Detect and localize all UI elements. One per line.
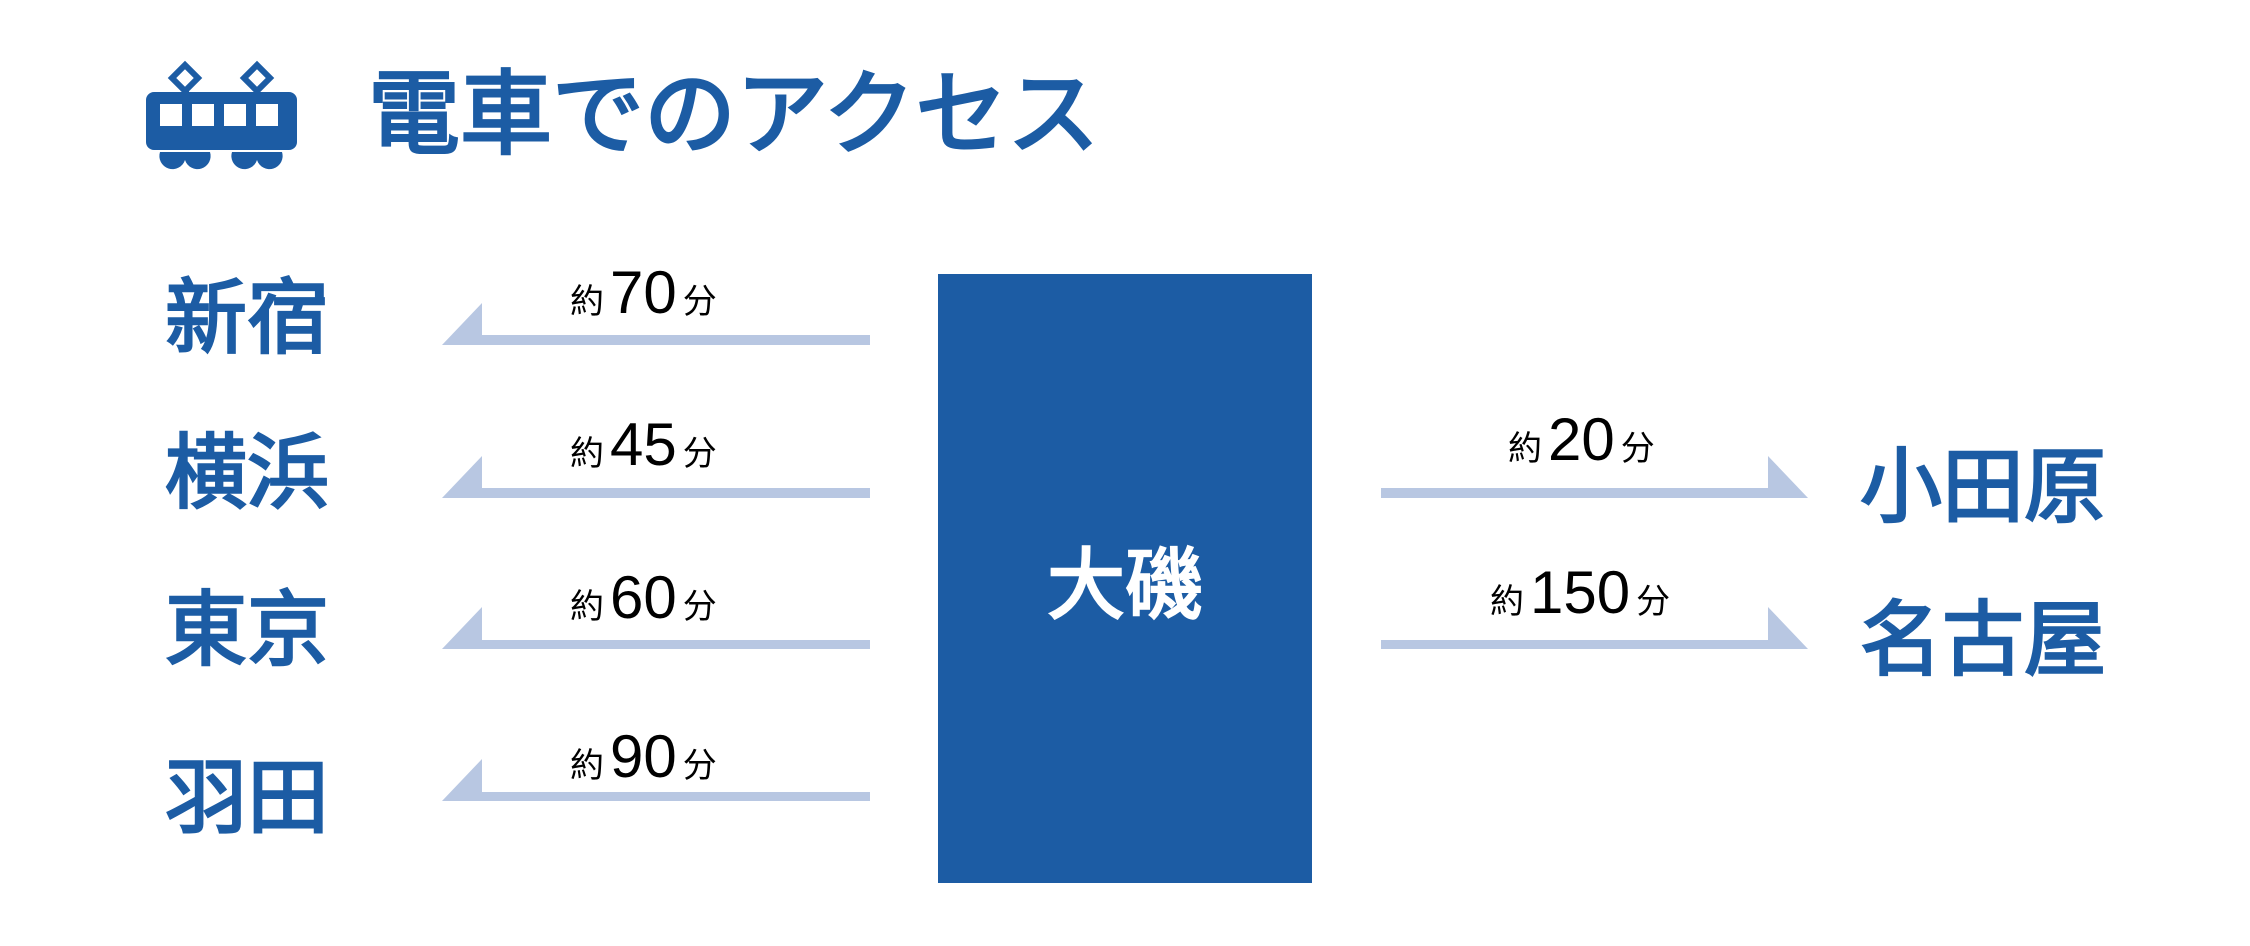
hub-station-box: 大磯 — [938, 274, 1312, 883]
arrow-left-tokyo — [442, 607, 870, 649]
prefix: 約 — [1490, 582, 1524, 622]
prefix: 約 — [570, 746, 604, 786]
unit: 分 — [1636, 582, 1671, 622]
unit: 分 — [1620, 429, 1655, 469]
unit: 分 — [682, 587, 717, 627]
minutes: 45 — [610, 411, 677, 478]
prefix: 約 — [570, 434, 604, 474]
arrow-left-yokohama — [442, 456, 870, 498]
city-shinjuku: 新宿 — [165, 271, 330, 366]
minutes: 70 — [610, 259, 677, 326]
arrow-right-odawara — [1381, 456, 1808, 498]
minutes: 20 — [1548, 406, 1615, 473]
hub-station-name: 大磯 — [1046, 540, 1203, 631]
train-icon — [146, 60, 297, 170]
minutes: 150 — [1530, 559, 1631, 626]
page-title: 電車でのアクセス — [368, 61, 1100, 168]
minutes: 90 — [610, 723, 677, 790]
prefix: 約 — [570, 587, 604, 627]
unit: 分 — [682, 434, 717, 474]
city-nagoya: 名古屋 — [1860, 593, 2107, 688]
city-haneda: 羽田 — [165, 751, 330, 846]
city-odawara: 小田原 — [1860, 440, 2107, 535]
city-yokohama: 横浜 — [165, 426, 330, 521]
arrow-right-nagoya — [1381, 607, 1808, 649]
arrow-left-haneda — [442, 759, 870, 801]
city-tokyo: 東京 — [165, 583, 330, 678]
minutes: 60 — [610, 564, 677, 631]
unit: 分 — [682, 282, 717, 322]
unit: 分 — [682, 746, 717, 786]
prefix: 約 — [1508, 429, 1542, 469]
prefix: 約 — [570, 282, 604, 322]
arrow-left-shinjuku — [442, 303, 870, 345]
